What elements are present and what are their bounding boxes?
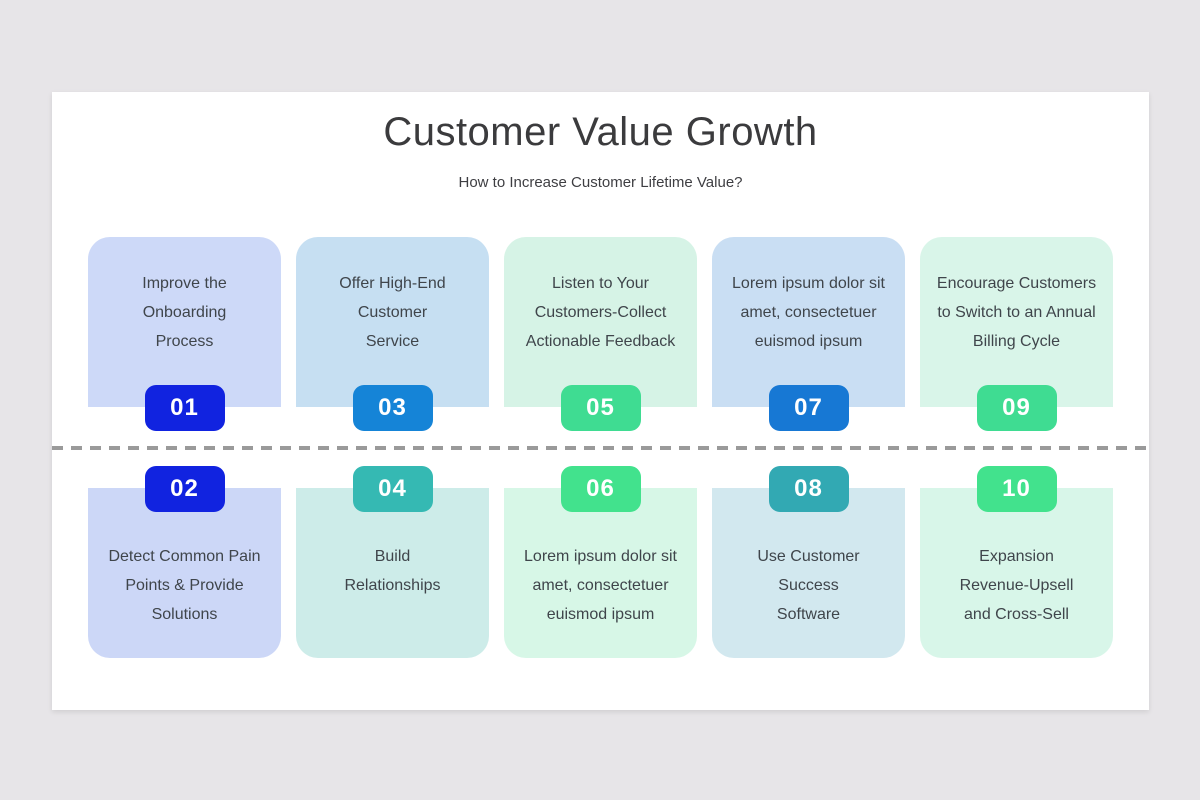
card-09-text: Encourage Customers to Switch to an Annu… [936,275,1097,350]
card-06-number-badge: 06 [560,466,641,512]
card-01-number-badge: 01 [144,385,225,431]
card-07-number-badge: 07 [768,385,849,431]
card-04-number-badge: 04 [352,466,433,512]
card-07: Lorem ipsum dolor sit amet, consectetuer… [712,237,905,431]
card-09: Encourage Customers to Switch to an Annu… [920,237,1113,431]
page-title: Customer Value Growth [383,110,818,154]
card-09-number-badge: 09 [976,385,1057,431]
card-06: 06 Lorem ipsum dolor sit amet, consectet… [504,466,697,658]
page-subtitle: How to Increase Customer Lifetime Value? [458,174,743,191]
card-01: Improve the Onboarding Process 01 [88,237,281,431]
card-03: Offer High-End Customer Service 03 [296,237,489,431]
card-05: Listen to Your Customers-Collect Actiona… [504,237,697,431]
card-08-number-badge: 08 [768,466,849,512]
card-05-text: Listen to Your Customers-Collect Actiona… [525,275,676,350]
card-07-text: Lorem ipsum dolor sit amet, consectetuer… [732,275,885,350]
card-08: 08 Use Customer Success Software [712,466,905,658]
card-03-text: Offer High-End Customer Service [339,275,446,350]
card-02-number-badge: 02 [144,466,225,512]
card-04: 04 Build Relationships [296,466,489,658]
card-01-text: Improve the Onboarding Process [142,275,227,350]
card-05-number-badge: 05 [560,385,641,431]
card-02: 02 Detect Common Pain Points & Provide S… [88,466,281,658]
slide-panel: Customer Value Growth How to Increase Cu… [52,92,1149,710]
card-08-text: Use Customer Success Software [757,548,860,623]
dashed-divider [52,446,1149,450]
card-02-text: Detect Common Pain Points & Provide Solu… [108,548,261,623]
card-10-text: Expansion Revenue-Upsell and Cross-Sell [959,548,1074,623]
card-10: 10 Expansion Revenue-Upsell and Cross-Se… [920,466,1113,658]
card-10-number-badge: 10 [976,466,1057,512]
card-03-number-badge: 03 [352,385,433,431]
card-04-text: Build Relationships [344,548,441,594]
card-06-text: Lorem ipsum dolor sit amet, consectetuer… [524,548,677,623]
